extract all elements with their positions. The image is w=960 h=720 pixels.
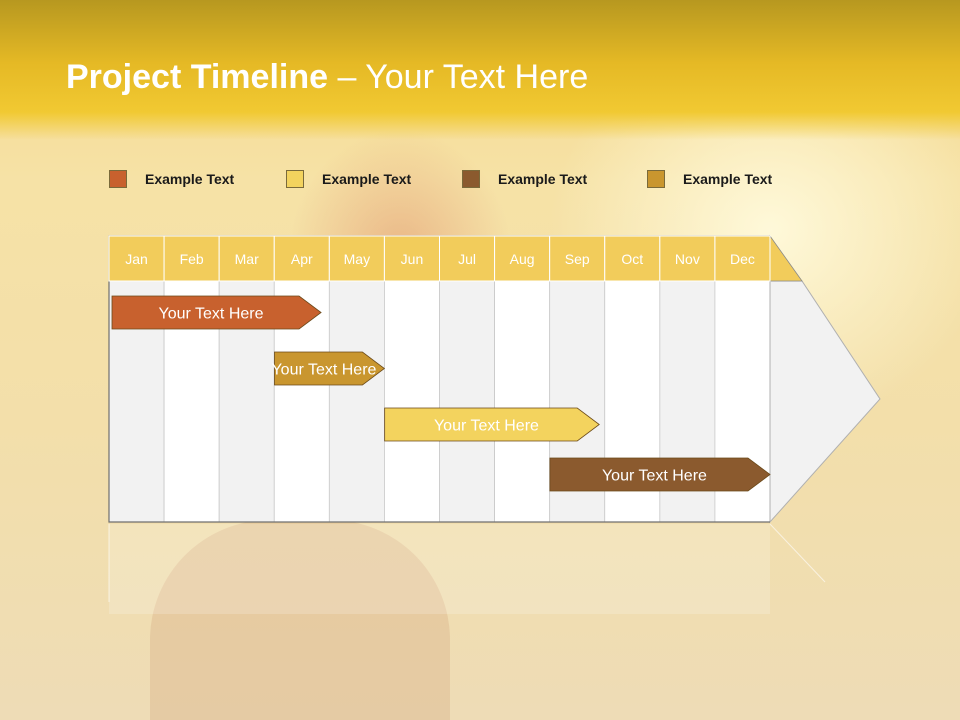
legend-swatch-3 (462, 170, 480, 188)
legend-label-1: Example Text (145, 171, 235, 187)
header-arrow-cap (769, 234, 803, 282)
timeline-reflection (108, 523, 826, 614)
task-label-1: Your Text Here (159, 306, 264, 323)
reflection-body (109, 524, 770, 614)
month-header-cell-11 (659, 235, 716, 282)
month-label-7: Jul (458, 251, 476, 267)
month-header-cell-6 (383, 235, 440, 282)
legend-item-2: Example Text (286, 170, 411, 188)
title-rest: – Your Text Here (328, 58, 589, 96)
month-label-1: Jan (125, 251, 148, 267)
legend-label-2: Example Text (322, 171, 412, 187)
month-label-10: Oct (621, 251, 643, 267)
month-header-cell-4 (273, 235, 330, 282)
task-bar-3 (384, 407, 600, 442)
legend-item-3: Example Text (462, 170, 587, 188)
legend-swatch-2 (286, 170, 304, 188)
month-label-12: Dec (730, 251, 755, 267)
month-header-cell-9 (549, 235, 606, 282)
month-label-4: Apr (291, 251, 313, 267)
month-column-8 (494, 280, 551, 523)
month-label-2: Feb (180, 251, 204, 267)
task-label-3: Your Text Here (434, 418, 539, 435)
month-label-6: Jun (401, 251, 424, 267)
slide-title: Project Timeline – Your Text Here (66, 58, 588, 97)
title-bold: Project Timeline (66, 58, 329, 96)
legend-item-1: Example Text (109, 170, 234, 188)
month-label-5: May (344, 251, 370, 267)
month-column-7 (439, 280, 495, 523)
month-header-cell-1 (108, 235, 165, 282)
task-bar-1 (111, 295, 322, 330)
month-header-cell-12 (714, 235, 771, 282)
month-header-cell-10 (604, 235, 661, 282)
month-label-3: Mar (235, 251, 259, 267)
month-header: Jan Feb Mar Apr May Jun Jul Aug Sep Oct Nov Dec (108, 234, 803, 282)
month-label-9: Sep (565, 251, 590, 267)
legend-label-3: Example Text (498, 171, 588, 187)
background-figure (150, 520, 450, 720)
legend: Example Text Example Text Example Text E… (0, 170, 960, 194)
task-label-2: Your Text Here (271, 362, 376, 379)
month-label-8: Aug (510, 251, 535, 267)
header-band (0, 0, 960, 140)
month-header-cell-5 (328, 235, 385, 282)
timeline-arrowhead (769, 280, 881, 524)
legend-label-4: Example Text (683, 171, 773, 187)
task-bar-2 (274, 351, 386, 386)
month-label-11: Nov (675, 251, 700, 267)
legend-item-4: Example Text (647, 170, 772, 188)
month-header-cell-3 (218, 235, 275, 282)
month-column-6 (384, 280, 440, 523)
legend-swatch-4 (647, 170, 665, 188)
task-label-4: Your Text Here (602, 468, 707, 485)
month-column-5 (328, 280, 385, 523)
legend-swatch-1 (109, 170, 127, 188)
reflection-edge-right (769, 523, 826, 583)
task-bar-4 (549, 457, 771, 492)
month-header-cell-2 (163, 235, 220, 282)
